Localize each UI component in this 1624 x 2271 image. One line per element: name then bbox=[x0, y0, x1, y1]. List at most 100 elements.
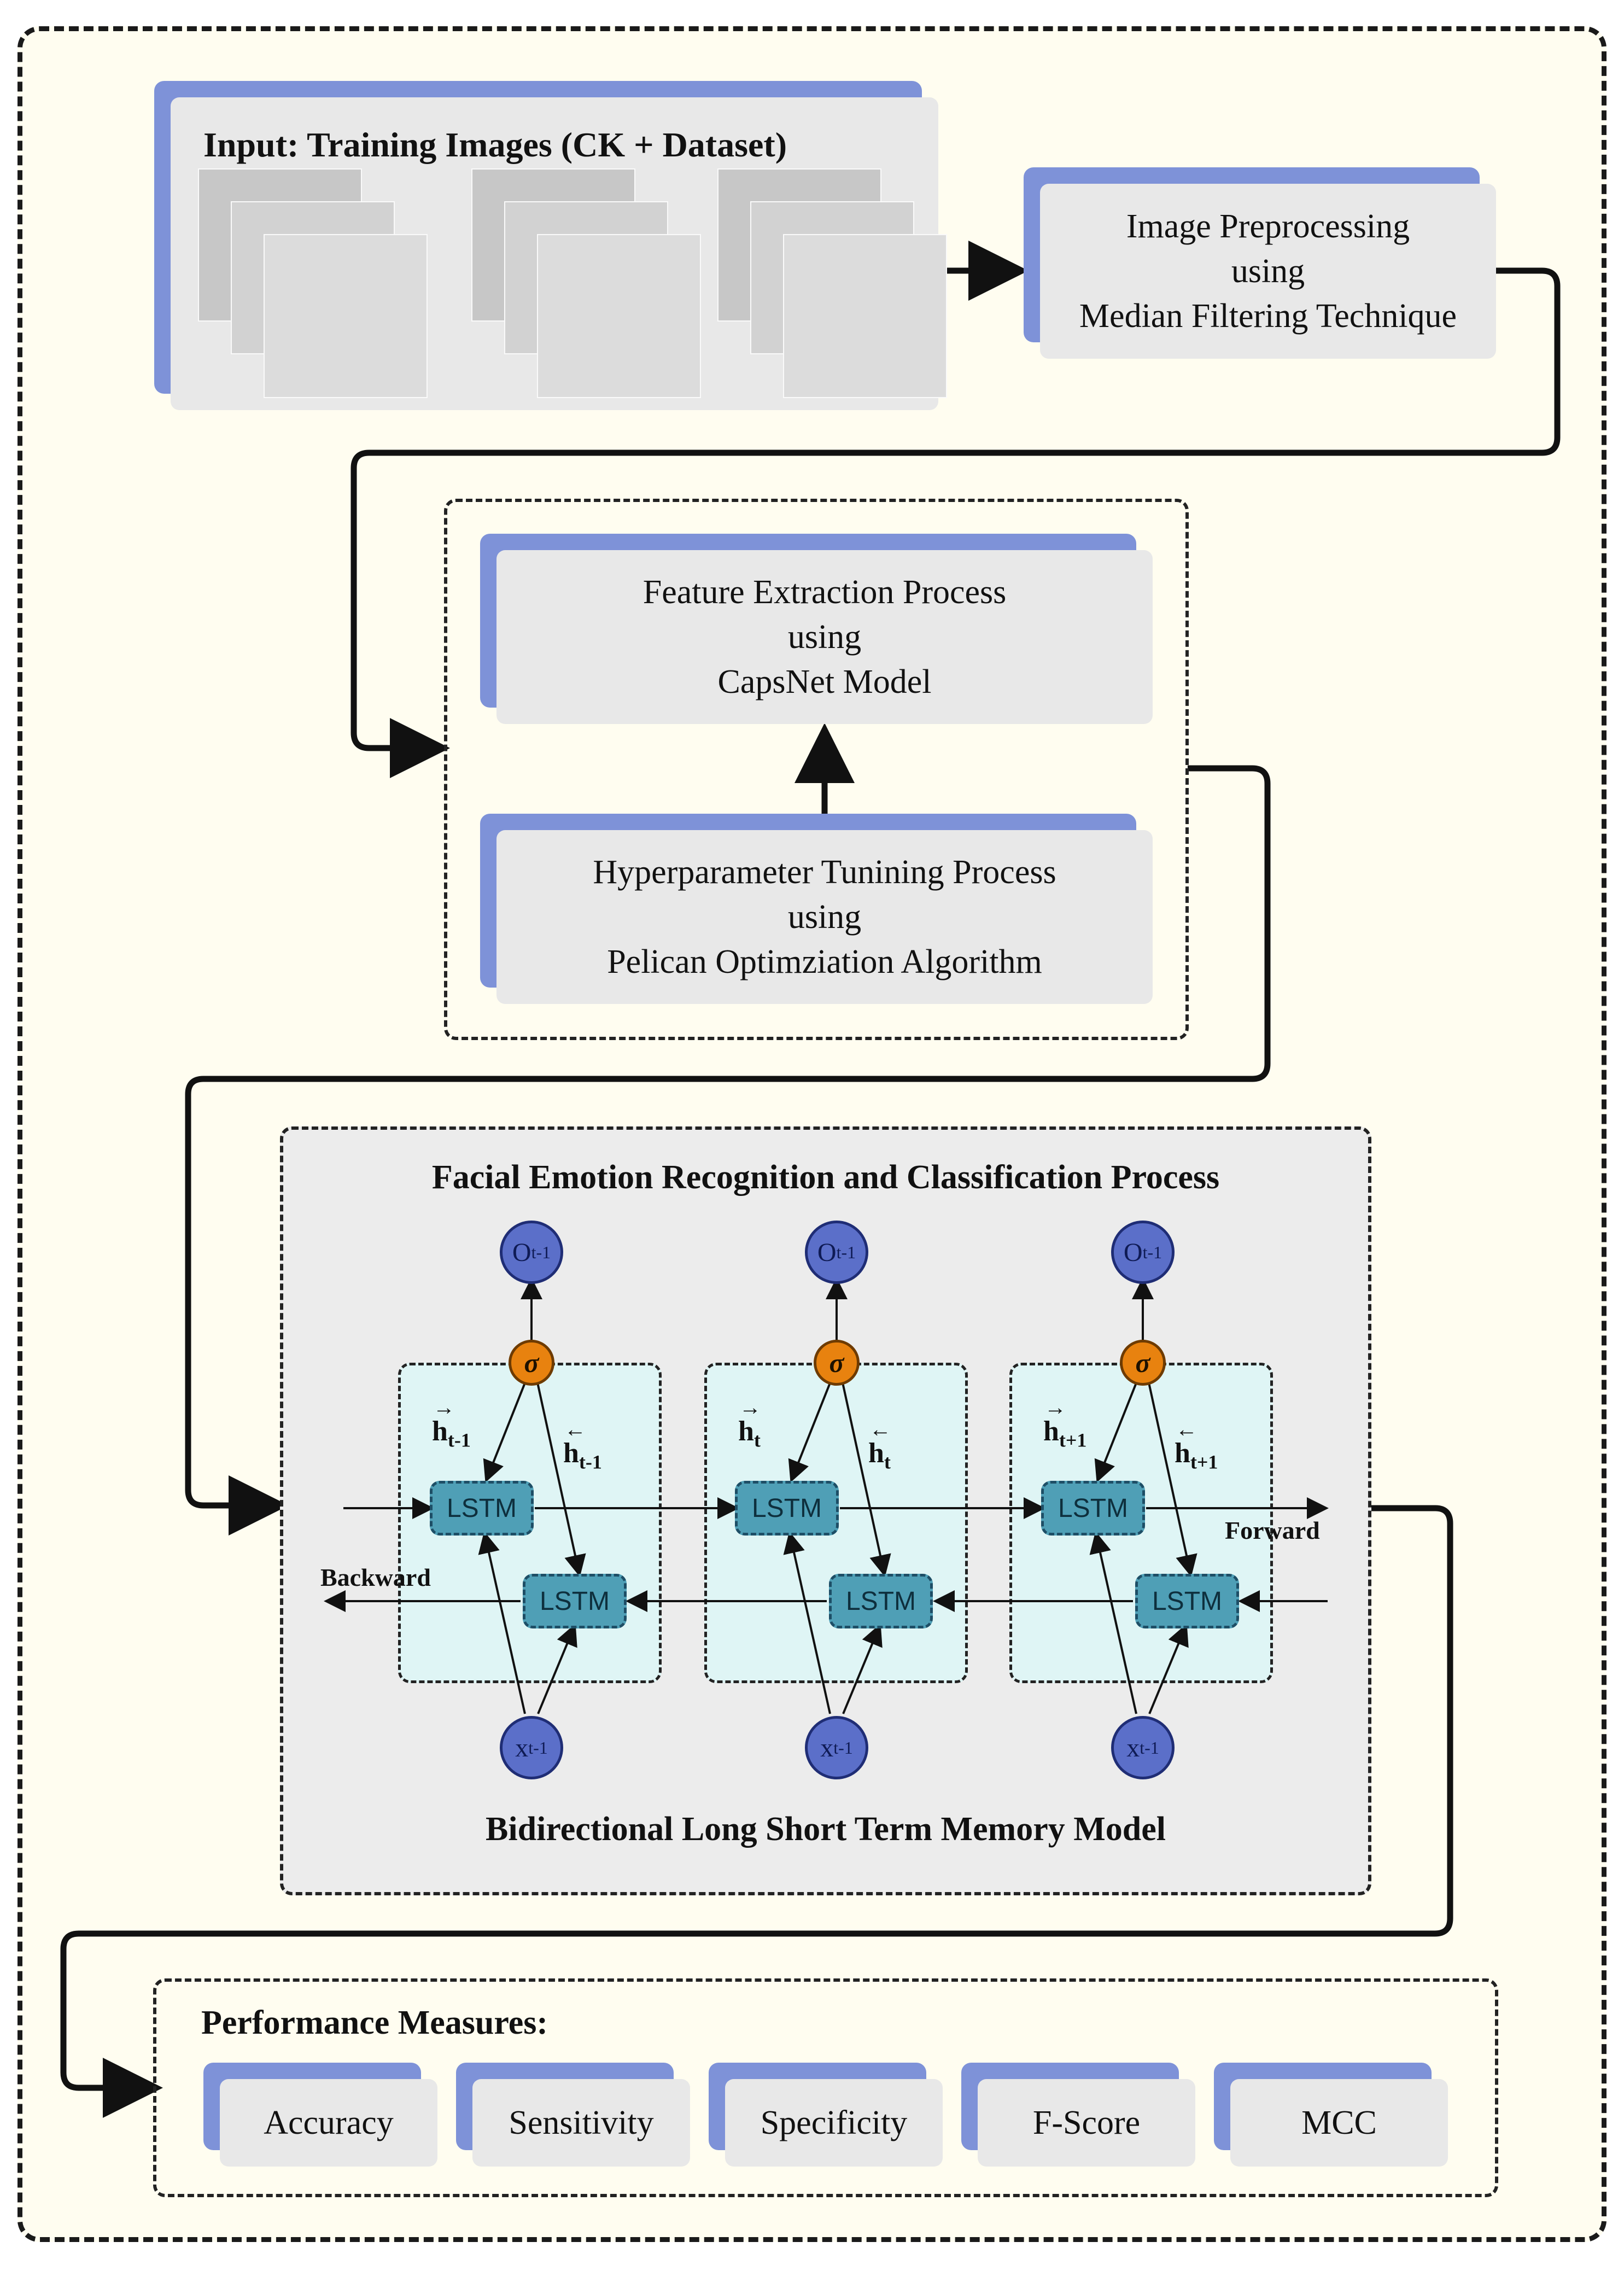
measure-label: Sensitivity bbox=[509, 2104, 654, 2141]
h-symbol: h bbox=[868, 1438, 884, 1469]
input-subscript: t-1 bbox=[1140, 1737, 1159, 1758]
output-subscript: t-1 bbox=[836, 1242, 856, 1262]
output-symbol: O bbox=[817, 1237, 837, 1267]
input-symbol: x bbox=[820, 1733, 834, 1762]
h-symbol: h bbox=[1175, 1438, 1190, 1469]
lstm-forward-3: LSTM bbox=[1041, 1481, 1145, 1536]
h-subscript: t-1 bbox=[579, 1451, 602, 1473]
lstm-backward-1: LSTM bbox=[523, 1574, 627, 1628]
card-face: Specificity bbox=[725, 2079, 943, 2167]
sigma-to-lstm-bwd bbox=[841, 1380, 891, 1577]
lstm-backward-2: LSTM bbox=[829, 1574, 933, 1628]
output-symbol: O bbox=[512, 1237, 531, 1267]
card-face: Image Preprocessing using Median Filteri… bbox=[1040, 184, 1496, 359]
h-subscript: t+1 bbox=[1190, 1451, 1218, 1473]
h-subscript: t+1 bbox=[1059, 1429, 1087, 1451]
sigma-node: σ bbox=[814, 1340, 860, 1386]
sigma-to-lstm-bwd bbox=[536, 1380, 586, 1577]
lstm-forward-2: LSTM bbox=[735, 1481, 839, 1536]
recognition-title: Facial Emotion Recognition and Classific… bbox=[431, 1159, 1220, 1196]
measure-label: Specificity bbox=[760, 2104, 908, 2141]
card-face: F-Score bbox=[978, 2079, 1195, 2167]
feature-line3: CapsNet Model bbox=[717, 663, 932, 700]
hyper-line3: Pelican Optimziation Algorithm bbox=[607, 943, 1042, 980]
input-to-lstm-fwd bbox=[783, 1531, 831, 1714]
preprocessing-card: Image Preprocessing using Median Filteri… bbox=[1024, 167, 1496, 359]
h-subscript: t-1 bbox=[447, 1429, 471, 1451]
vector-arrow: ← bbox=[1176, 1417, 1197, 1441]
card-face: Hyperparameter Tunining Process using Pe… bbox=[496, 830, 1153, 1004]
card-face: Sensitivity bbox=[472, 2079, 690, 2167]
hidden-backward-label: ←ht-1 bbox=[563, 1417, 602, 1473]
forward-label: Forward bbox=[1225, 1516, 1320, 1544]
output-subscript: t-1 bbox=[531, 1242, 551, 1262]
arrow-recognition-to-performance bbox=[60, 1505, 1453, 2118]
h-subscript: t bbox=[753, 1429, 761, 1451]
measure-mcc: MCC bbox=[1214, 2063, 1448, 2167]
h-symbol: h bbox=[1043, 1416, 1059, 1447]
measure-label: MCC bbox=[1301, 2104, 1377, 2141]
measure-sensitivity: Sensitivity bbox=[456, 2063, 690, 2167]
bilstm-title: Bidirectional Long Short Term Memory Mod… bbox=[486, 1811, 1166, 1848]
h-subscript: t bbox=[884, 1451, 891, 1473]
preprocessing-line3: Median Filtering Technique bbox=[1079, 297, 1457, 335]
performance-title: Performance Measures: bbox=[201, 2004, 548, 2041]
input-card: Input: Training Images (CK + Dataset) bbox=[154, 81, 947, 410]
output-symbol: O bbox=[1123, 1237, 1143, 1267]
input-to-lstm-bwd bbox=[1148, 1623, 1189, 1714]
input-to-lstm-bwd bbox=[537, 1623, 577, 1714]
card-face: Accuracy bbox=[220, 2079, 437, 2167]
vector-arrow: → bbox=[433, 1395, 455, 1420]
sigma-to-lstm-fwd bbox=[1094, 1380, 1138, 1483]
feature-line1: Feature Extraction Process bbox=[642, 574, 1007, 611]
feature-group-box bbox=[444, 499, 1189, 1040]
hidden-forward-label: →ht-1 bbox=[432, 1395, 471, 1451]
performance-box bbox=[153, 1978, 1498, 2197]
arrow-preprocessing-to-feature bbox=[350, 267, 1561, 778]
hidden-forward-label: →ht+1 bbox=[1043, 1395, 1087, 1451]
input-symbol: x bbox=[1126, 1733, 1140, 1762]
backward-label: Backward bbox=[320, 1563, 431, 1591]
hyper-line1: Hyperparameter Tunining Process bbox=[593, 854, 1056, 891]
sigma-node: σ bbox=[1120, 1340, 1166, 1386]
sigma-to-lstm-fwd bbox=[788, 1380, 832, 1483]
input-symbol: x bbox=[515, 1733, 529, 1762]
card-face: Input: Training Images (CK + Dataset) bbox=[171, 97, 947, 410]
hidden-backward-label: ←ht+1 bbox=[1175, 1417, 1218, 1473]
lstm-forward-1: LSTM bbox=[430, 1481, 534, 1536]
face-image bbox=[783, 234, 947, 398]
measure-specificity: Specificity bbox=[709, 2063, 943, 2167]
input-to-lstm-fwd bbox=[1089, 1531, 1137, 1714]
vector-arrow: → bbox=[739, 1395, 761, 1420]
input-title: Input: Training Images (CK + Dataset) bbox=[203, 125, 787, 164]
preprocessing-line2: using bbox=[1231, 253, 1305, 290]
measure-label: F-Score bbox=[1032, 2104, 1141, 2141]
measure-label: Accuracy bbox=[264, 2104, 394, 2141]
output-subscript: t-1 bbox=[1142, 1242, 1162, 1262]
input-subscript: t-1 bbox=[833, 1737, 853, 1758]
lstm-backward-3: LSTM bbox=[1135, 1574, 1239, 1628]
feature-line2: using bbox=[787, 618, 862, 656]
sigma-to-lstm-fwd bbox=[483, 1380, 527, 1483]
input-to-lstm-bwd bbox=[842, 1623, 883, 1714]
arrow-feature-to-recognition bbox=[185, 765, 1271, 1536]
face-image bbox=[264, 234, 428, 398]
preprocessing-line1: Image Preprocessing bbox=[1126, 208, 1410, 245]
h-symbol: h bbox=[738, 1416, 754, 1447]
hyper-line2: using bbox=[787, 898, 862, 936]
vector-arrow: ← bbox=[564, 1417, 586, 1441]
measure-accuracy: Accuracy bbox=[203, 2063, 437, 2167]
input-subscript: t-1 bbox=[528, 1737, 548, 1758]
hidden-forward-label: →ht bbox=[738, 1395, 761, 1451]
sigma-to-lstm-bwd bbox=[1147, 1380, 1197, 1577]
vector-arrow: ← bbox=[869, 1417, 891, 1441]
